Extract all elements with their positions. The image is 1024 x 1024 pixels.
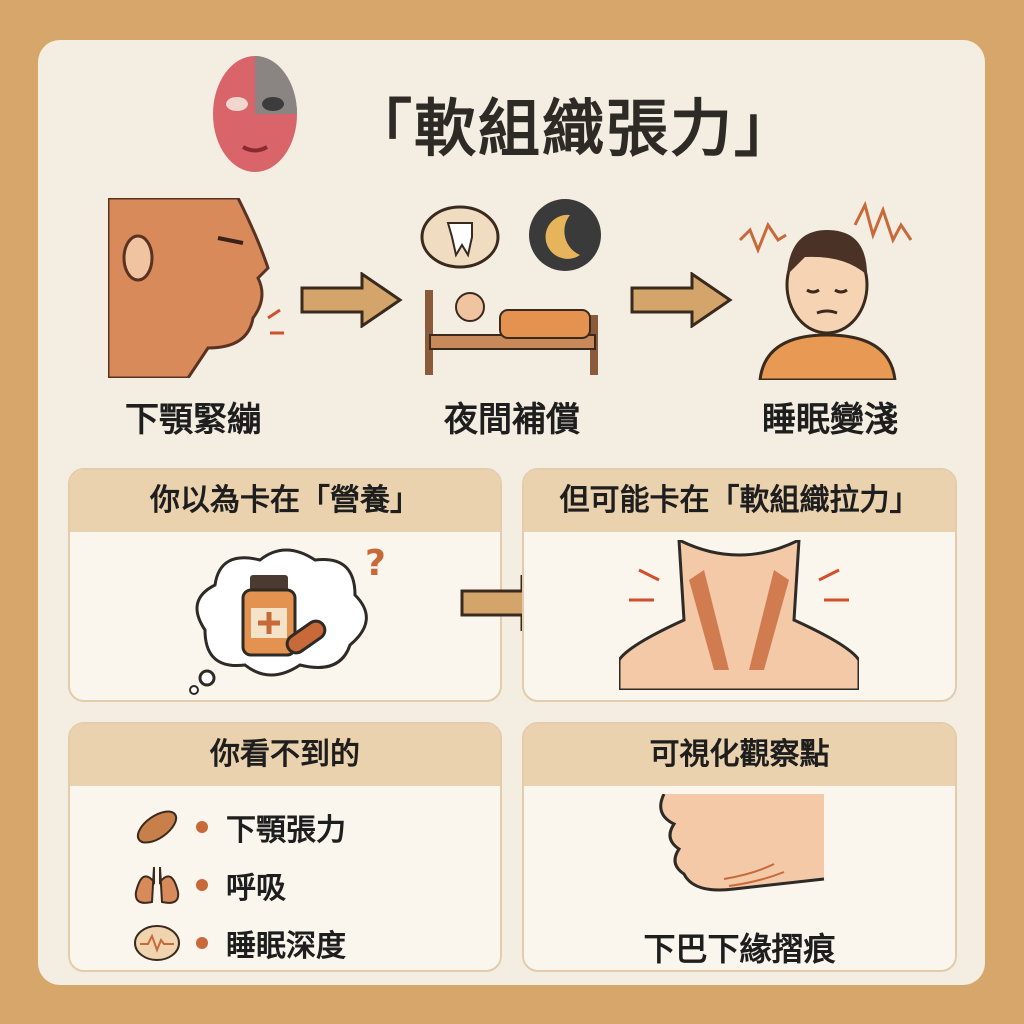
lungs-icon: [134, 866, 180, 904]
arrow-right-icon: [630, 272, 733, 328]
item-label: 下顎張力: [226, 813, 346, 848]
list-item-sleep-depth: 睡眠深度: [132, 920, 346, 966]
panel-header: 可視化觀察點: [524, 724, 955, 786]
facial-muscle-icon: [213, 56, 297, 172]
sleeping-bed-icon: [420, 199, 601, 375]
nutrition-panel: 你以為卡在「營養」 ?: [68, 468, 502, 702]
bullet-dot: [196, 821, 208, 833]
list-item-jaw-tension: 下顎張力: [132, 804, 346, 850]
neck-tension-icon: [619, 540, 859, 690]
soft-tissue-panel: 但可能卡在「軟組織拉力」: [522, 468, 957, 702]
page-title: 「軟組織張力」: [350, 92, 799, 165]
list-item-breathing: 呼吸: [132, 862, 286, 908]
flow-label-night-compensation: 夜間補償: [444, 400, 580, 440]
chin-profile-icon: [659, 794, 825, 892]
flow-label-jaw-tension: 下顎緊繃: [125, 400, 261, 440]
tired-person-icon: [738, 200, 913, 380]
bullet-dot: [196, 879, 208, 891]
panel-header: 你看不到的: [70, 724, 500, 786]
muscle-icon: [136, 810, 178, 844]
bullet-dot: [196, 937, 208, 949]
flow-label-light-sleep: 睡眠變淺: [762, 400, 898, 440]
item-label: 呼吸: [226, 871, 286, 906]
visible-signs-panel: 可視化觀察點 下巴下緣摺痕: [522, 722, 957, 972]
jaw-muscle-icon: [108, 198, 284, 378]
visible-caption: 下巴下緣摺痕: [643, 930, 836, 968]
panel-header: 但可能卡在「軟組織拉力」: [524, 470, 955, 532]
invisible-factors-panel: 你看不到的 下顎張力 呼吸 睡眠深度: [68, 722, 502, 972]
item-label: 睡眠深度: [226, 929, 346, 964]
panel-header: 你以為卡在「營養」: [70, 470, 500, 532]
arrow-right-icon: [300, 272, 403, 328]
brain-icon: [134, 925, 180, 961]
supplement-thought-icon: ?: [189, 543, 386, 695]
svg-text:?: ?: [365, 543, 386, 584]
